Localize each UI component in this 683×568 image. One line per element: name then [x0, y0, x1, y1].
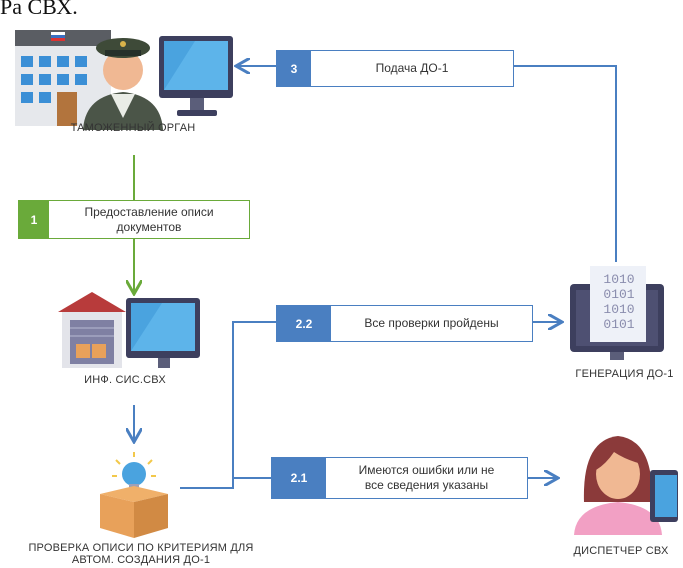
- binary-line-1: 1010: [603, 272, 635, 287]
- binary-code: 1010 0101 1010 0101: [598, 272, 640, 332]
- check-label-line1: ПРОВЕРКА ОПИСИ ПО КРИТЕРИЯМ ДЛЯ: [28, 542, 254, 554]
- dispatcher-label: ДИСПЕТЧЕР СВХ: [573, 545, 669, 557]
- generation-monitor-illustration: [570, 266, 664, 360]
- step-1-text-line2: документов: [116, 219, 182, 234]
- step-2-1-number: 2.1: [272, 458, 326, 498]
- binary-line-3: 1010: [603, 302, 635, 317]
- dispatcher-node: [570, 430, 680, 535]
- step-2-1-text-line2: все сведения указаны: [364, 478, 489, 492]
- warehouse-node: [58, 290, 208, 370]
- step-3-text: Подача ДО-1: [375, 61, 449, 75]
- check-label: ПРОВЕРКА ОПИСИ ПО КРИТЕРИЯМ ДЛЯ АВТОМ. С…: [0, 542, 282, 566]
- step-2-2-number: 2.2: [277, 306, 331, 341]
- generation-label: ГЕНЕРАЦИЯ ДО-1: [575, 368, 674, 380]
- generation-node: 1010 0101 1010 0101: [568, 262, 668, 362]
- step-2-1-text-line1: Имеются ошибки или не: [358, 463, 495, 477]
- arrow-step-3: [238, 66, 617, 262]
- step-1-number: 1: [19, 201, 49, 238]
- step-2-2-box: 2.2 Все проверки пройдены: [276, 305, 533, 342]
- warehouse-label: ИНФ. СИС.СВХ: [84, 374, 166, 386]
- customs-label: ТАМОЖЕННЫЙ ОРГАН: [70, 122, 196, 134]
- dispatcher-illustration: [574, 436, 678, 535]
- top-caption: Ра СВХ.: [0, 0, 78, 19]
- step-2-2-text: Все проверки пройдены: [364, 316, 499, 330]
- warehouse-illustration: [58, 292, 200, 368]
- step-3-number: 3: [277, 51, 311, 86]
- step-1-text-line1: Предоставление описи: [84, 204, 214, 219]
- check-node: [94, 450, 174, 540]
- binary-line-2: 0101: [603, 287, 635, 302]
- binary-line-4: 0101: [603, 317, 635, 332]
- customs-illustration: [15, 30, 233, 130]
- check-label-line2: АВТОМ. СОЗДАНИЯ ДО-1: [71, 554, 211, 566]
- customs-node: [15, 22, 245, 142]
- idea-box-illustration: [100, 452, 168, 538]
- step-3-box: 3 Подача ДО-1: [276, 50, 514, 87]
